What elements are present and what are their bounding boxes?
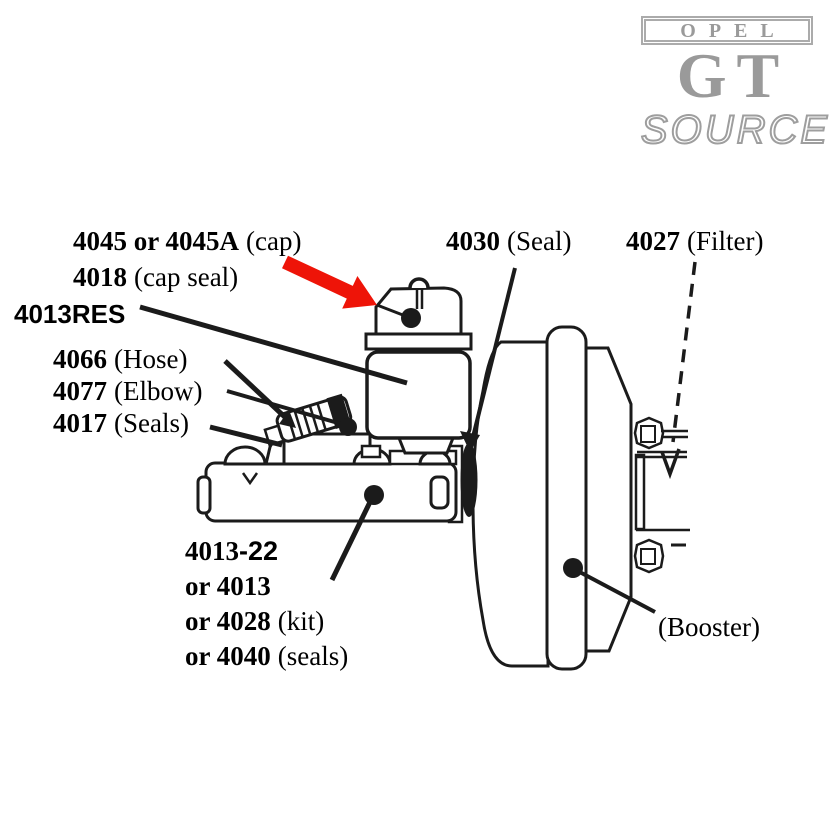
red-arrow-icon [282, 255, 377, 309]
leader-filter-dashed [671, 261, 697, 443]
part-number: 4027 [626, 226, 680, 256]
leader-kit [329, 498, 374, 582]
part-desc: (Seal) [507, 226, 572, 256]
leader-elbow [226, 389, 346, 427]
leader-filter-arrowhead [660, 448, 681, 480]
label-seals: 4017(Seals) [53, 408, 189, 439]
part-desc: (Booster) [658, 612, 760, 642]
leader-seal-arrowhead [460, 431, 480, 452]
outlet-port [429, 475, 450, 510]
label-booster: (Booster) [658, 612, 760, 643]
leader-hose [223, 359, 290, 422]
label-hose: 4066(Hose) [53, 344, 187, 375]
opel-badge: OPEL [641, 16, 813, 45]
part-number: 4018 [73, 262, 127, 292]
part-desc: (kit) [277, 606, 325, 636]
part-number: 4013 [185, 536, 239, 566]
label-filter: 4027(Filter) [626, 226, 763, 257]
label-reservoir: 4013RES [14, 299, 126, 330]
leader-reservoir [139, 304, 408, 386]
opel-badge-text: OPEL [680, 19, 787, 42]
leader-seal [469, 267, 517, 446]
reservoir-cap [374, 277, 463, 336]
booster-rear-shell [584, 346, 690, 653]
part-number: 4066 [53, 344, 107, 374]
part-number: or 4028 [185, 606, 271, 636]
part-desc: (Filter) [687, 226, 764, 256]
kit-dot [364, 485, 384, 505]
part-number: 4017 [53, 408, 107, 438]
part-desc: (Hose) [114, 344, 188, 374]
kit-line-1: 4013-22 [185, 536, 348, 571]
logo-gt: GT [676, 40, 790, 111]
part-number-suffix: -22 [239, 536, 279, 566]
part-number: or 4013 [185, 571, 271, 601]
leader-hose-arrowhead [279, 410, 296, 428]
kit-line-4: or 4040(seals) [185, 641, 348, 676]
label-cap-seal: 4018(cap seal) [73, 262, 238, 293]
label-elbow: 4077(Elbow) [53, 376, 202, 407]
label-cap: 4045 or 4045A(cap) [73, 226, 301, 257]
part-desc: (cap seal) [134, 262, 239, 292]
reservoir [364, 332, 473, 455]
part-desc: (cap) [246, 226, 302, 256]
part-desc: (Seals) [114, 408, 189, 438]
booster-dot [563, 558, 583, 578]
part-number: 4077 [53, 376, 107, 406]
label-kit-options: 4013-22 or 4013 or 4028(kit) or 4040(sea… [185, 536, 348, 676]
kit-line-2: or 4013 [185, 571, 348, 606]
booster-rim [545, 325, 588, 671]
logo-source: SOURCE [640, 108, 831, 152]
part-desc: (Elbow) [114, 376, 203, 406]
leader-booster [573, 567, 656, 614]
part-number: 4045 or 4045A [73, 226, 239, 256]
part-number: 4030 [446, 226, 500, 256]
leader-seals [209, 424, 283, 448]
booster-seal [460, 443, 478, 517]
part-desc: (seals) [277, 641, 349, 671]
part-number: or 4040 [185, 641, 271, 671]
leader-lines [139, 261, 697, 614]
label-seal: 4030(Seal) [446, 226, 571, 257]
kit-line-3: or 4028(kit) [185, 606, 348, 641]
cap-dot [401, 308, 421, 328]
part-number: 4013RES [14, 299, 126, 329]
elbow-dot [339, 418, 357, 436]
